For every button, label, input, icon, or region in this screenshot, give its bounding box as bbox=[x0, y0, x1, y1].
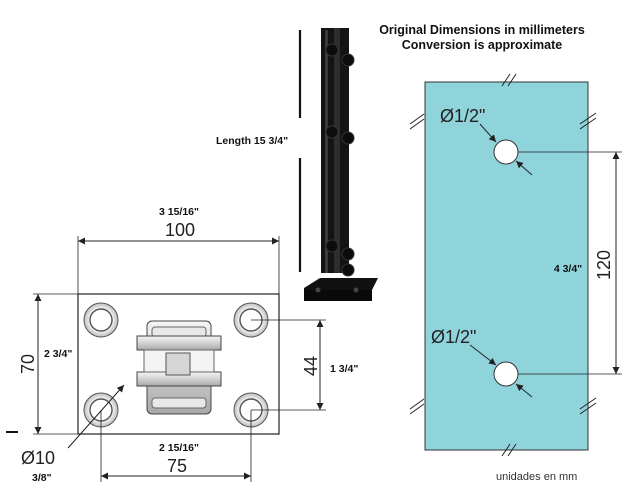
post-clamp-knob bbox=[341, 263, 355, 277]
height-mm-label: 70 bbox=[18, 354, 38, 374]
post-clamp-knob bbox=[341, 131, 355, 145]
glass-hole-bottom bbox=[493, 361, 519, 387]
post-clamp-knob bbox=[325, 125, 339, 139]
hole-spacing-y-inches-label: 1 3/4" bbox=[330, 363, 358, 375]
post-length-label: Length 15 3/4" bbox=[216, 135, 288, 147]
post-clamp-knob bbox=[341, 53, 355, 67]
glass-hole-top bbox=[493, 139, 519, 165]
post-clamp-knob bbox=[325, 43, 339, 57]
glass-hole-spacing-mm-label: 120 bbox=[594, 250, 614, 280]
glass-hole-spacing-inches-label: 4 3/4" bbox=[554, 263, 582, 275]
header-line-2: Conversion is approximate bbox=[402, 38, 563, 52]
glass-hole-top-label: Ø1/2" bbox=[440, 106, 485, 126]
mounting-hole bbox=[83, 302, 119, 338]
post-clamp-knob bbox=[341, 247, 355, 261]
hole-spacing-y-mm-label: 44 bbox=[301, 356, 321, 376]
hole-diameter-leader bbox=[67, 384, 125, 449]
hole-diameter-mm-label: Ø10 bbox=[21, 448, 55, 468]
post-illustration: Length 15 3/4" bbox=[216, 28, 378, 301]
center-bracket bbox=[136, 320, 222, 415]
glass-panel-drawing: Ø1/2" Ø1/2" 120 4 3/4" bbox=[409, 73, 622, 457]
units-note: unidades en mm bbox=[496, 471, 577, 483]
height-inches-label: 2 3/4" bbox=[44, 348, 72, 360]
header-line-1: Original Dimensions in millimeters bbox=[379, 23, 585, 37]
base-plate-drawing: 3 15/16" 100 70 2 3/4" bbox=[6, 206, 358, 484]
hole-spacing-x-inches-label: 2 15/16" bbox=[159, 442, 199, 454]
post-clamp-knob bbox=[325, 239, 339, 253]
break-marks bbox=[409, 73, 597, 457]
width-inches-label: 3 15/16" bbox=[159, 206, 199, 218]
width-mm-label: 100 bbox=[165, 220, 195, 240]
hole-diameter-inches-label: 3/8" bbox=[32, 472, 52, 484]
glass-hole-bottom-label: Ø1/2" bbox=[431, 327, 476, 347]
hole-spacing-x-mm-label: 75 bbox=[167, 456, 187, 476]
